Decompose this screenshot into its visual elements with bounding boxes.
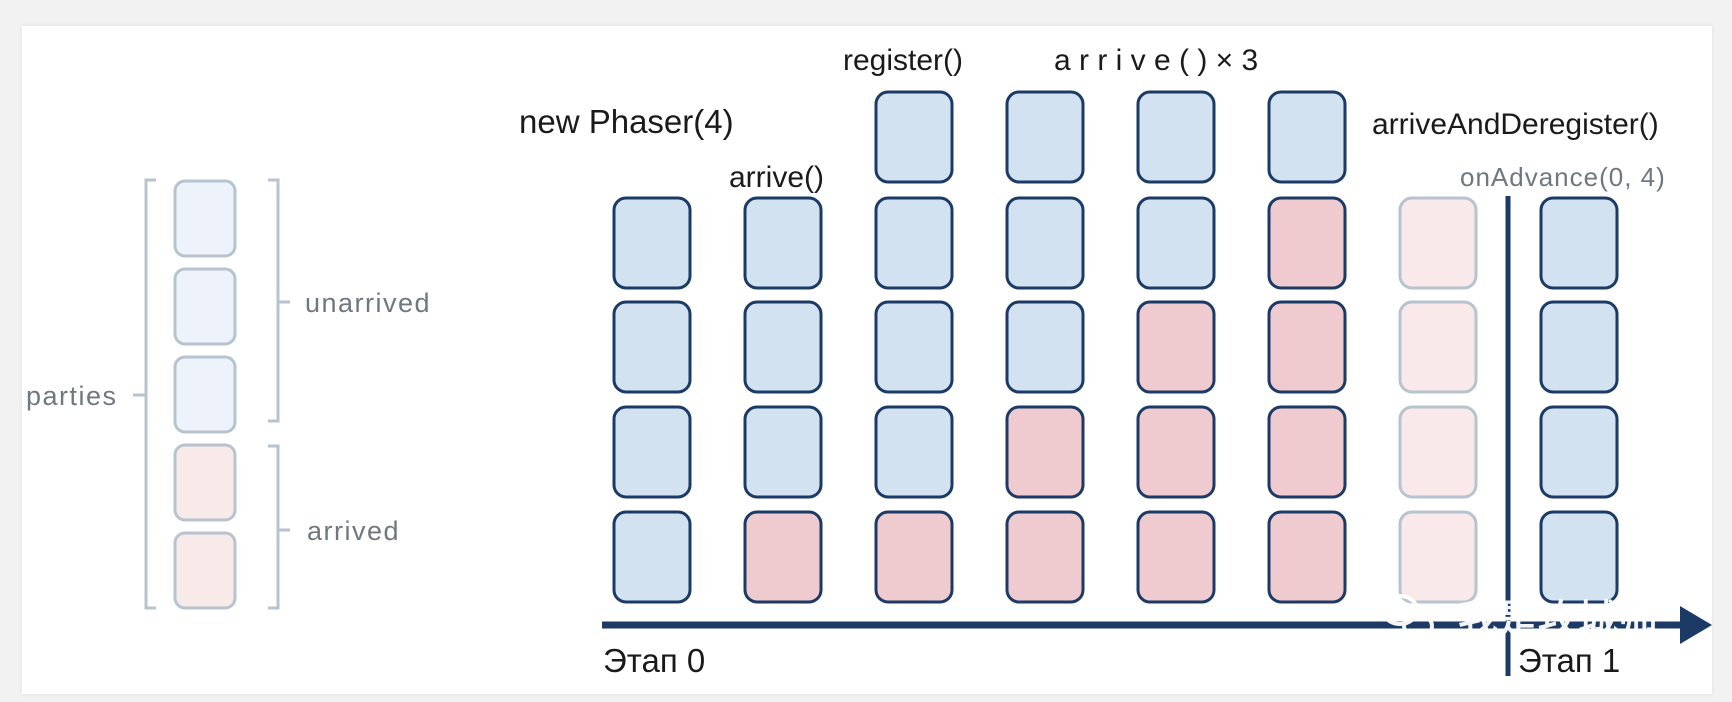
unarrived-party-box (1005, 196, 1085, 290)
step-column-3 (1005, 90, 1085, 604)
arrived-party-box (1267, 300, 1347, 394)
legend-arrived-box (173, 443, 237, 522)
arrived-bracket (268, 444, 280, 610)
unarrived-party-box (1005, 300, 1085, 394)
arrived-party-box (1267, 196, 1347, 290)
step-column-5 (1267, 90, 1347, 604)
legend-unarrived-box (173, 179, 237, 258)
arrived-label: arrived (307, 516, 400, 546)
unarrived-party-box (1136, 196, 1216, 290)
arrived-party-box (1136, 300, 1216, 394)
unarrived-party-box (1539, 510, 1619, 604)
unarrived-bracket (268, 178, 280, 423)
register-label: register() (843, 44, 963, 77)
wechat-icon (1381, 594, 1434, 639)
phase-boxes (612, 90, 1619, 604)
deregistered-party-box (1398, 196, 1478, 290)
unarrived-party-box (743, 196, 823, 290)
unarrived-party-box (874, 405, 954, 499)
arrived-party-box (743, 510, 823, 604)
phase-1-label: Этап 1 (1518, 642, 1620, 679)
arrived-party-box (1005, 405, 1085, 499)
timeline-arrowhead (1680, 606, 1712, 644)
arrived-party-box (1005, 510, 1085, 604)
watermark: 我是攻城师 (1381, 594, 1659, 644)
unarrived-party-box (874, 196, 954, 290)
legend-unarrived-box (173, 355, 237, 434)
legend: parties unarrived arrived (26, 178, 431, 610)
registered-party-box (1136, 90, 1216, 184)
unarrived-party-box (743, 405, 823, 499)
deregistered-party-box (1398, 510, 1478, 604)
step-label-new-phaser: new Phaser(4) (519, 103, 734, 140)
registered-party-box (874, 90, 954, 184)
step-column-1 (743, 196, 823, 604)
unarrived-party-box (1539, 196, 1619, 290)
registered-party-box (1005, 90, 1085, 184)
unarrived-party-box (743, 300, 823, 394)
parties-bracket (144, 178, 156, 610)
unarrived-party-box (1539, 300, 1619, 394)
step-label-arrive: arrive() (729, 161, 824, 194)
arrived-party-box (1267, 405, 1347, 499)
arrived-party-box (1136, 510, 1216, 604)
step-column-7 (1539, 196, 1619, 604)
legend-unarrived-box (173, 267, 237, 346)
step-column-0 (612, 196, 692, 604)
arrive-x3-label: a r r i v e ( ) × 3 (1054, 44, 1258, 77)
unarrived-party-box (612, 300, 692, 394)
unarrived-party-box (612, 405, 692, 499)
arrived-party-box (1136, 405, 1216, 499)
unarrived-party-box (1539, 405, 1619, 499)
parties-label: parties (26, 381, 118, 411)
arrived-party-box (874, 510, 954, 604)
deregister-label: arriveAndDeregister() (1372, 108, 1659, 141)
watermark-text: 我是攻城师 (1458, 597, 1658, 643)
unarrived-party-box (612, 510, 692, 604)
registered-party-box (1267, 90, 1347, 184)
on-advance-label: onAdvance(0, 4) (1460, 162, 1666, 192)
deregistered-party-box (1398, 300, 1478, 394)
arrived-party-box (1267, 510, 1347, 604)
step-column-6 (1398, 196, 1478, 604)
phase-0-label: Этап 0 (603, 642, 705, 679)
step-column-2 (874, 90, 954, 604)
legend-arrived-box (173, 531, 237, 610)
unarrived-party-box (612, 196, 692, 290)
unarrived-label: unarrived (305, 288, 431, 318)
step-column-4 (1136, 90, 1216, 604)
deregistered-party-box (1398, 405, 1478, 499)
unarrived-party-box (874, 300, 954, 394)
